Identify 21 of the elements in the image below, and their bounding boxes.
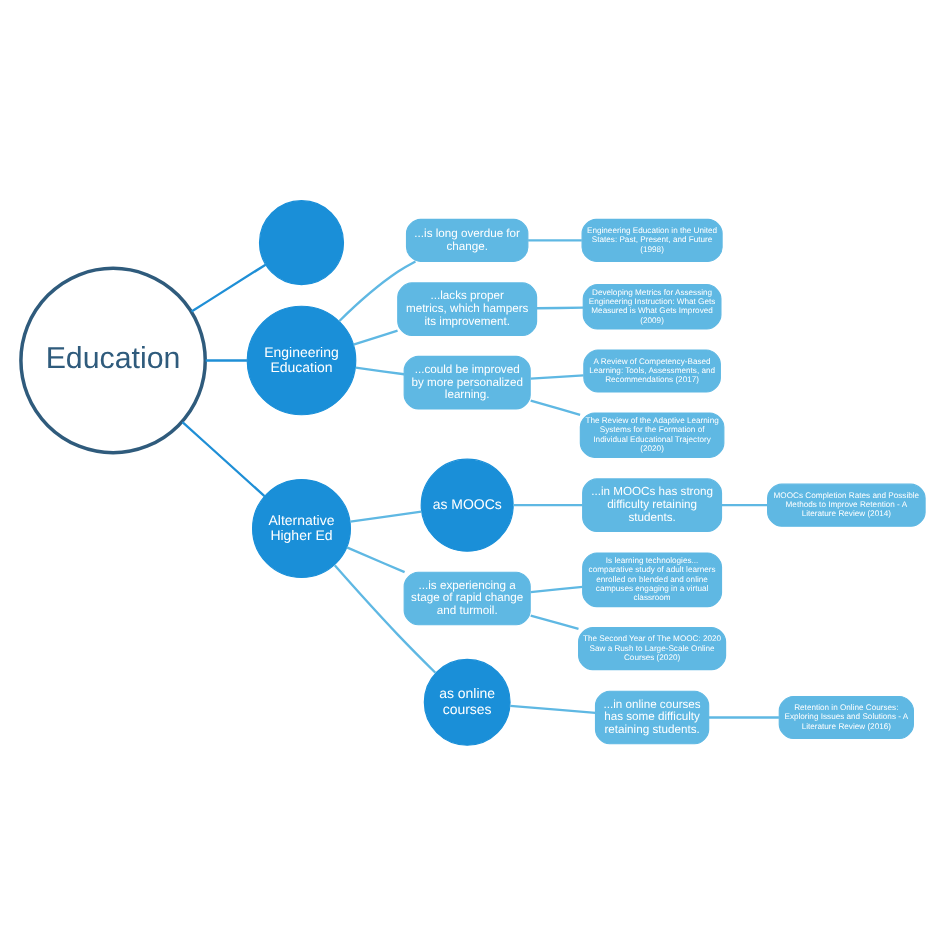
connector [530,585,583,594]
connector [530,374,584,380]
node-circle: Education [19,266,207,455]
connector [530,614,579,630]
connector [528,239,582,242]
connector [190,263,267,313]
connector [708,716,779,719]
connector [536,306,584,310]
connector [338,260,416,323]
connector [205,359,247,362]
connector [513,504,583,507]
connector [530,399,581,416]
node-circle [258,200,345,286]
connector [350,510,422,523]
connector [333,564,437,674]
connector [181,421,266,497]
connector [353,329,398,346]
connector [346,546,406,574]
connector [722,504,768,507]
connector [355,366,405,376]
connector [510,704,596,715]
